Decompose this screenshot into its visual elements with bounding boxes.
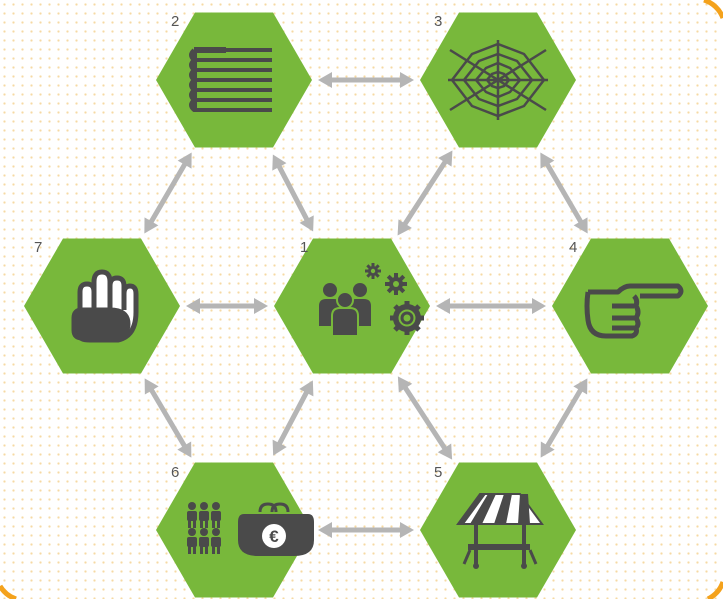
arrow-head	[318, 522, 332, 538]
arrow-4-5	[540, 378, 588, 458]
person-figure	[211, 528, 221, 554]
arrow-head	[573, 217, 588, 234]
arrow-head	[177, 441, 192, 458]
arrow-shaft	[275, 160, 311, 226]
arrow-2-3	[318, 72, 414, 88]
arrow-head	[144, 378, 159, 395]
arrow-shaft	[400, 156, 450, 230]
arrow-head	[397, 219, 412, 236]
arrow-shaft	[400, 382, 450, 454]
people-and-euro-purse-icon: €	[187, 502, 314, 556]
arrow-shaft	[543, 384, 585, 452]
raised-hand-icon	[71, 269, 139, 343]
arrow-head	[540, 152, 555, 169]
node-number-2: 2	[171, 13, 179, 30]
market-stall-icon	[456, 493, 544, 569]
node-number-5: 5	[434, 464, 442, 481]
arrow-head	[437, 443, 453, 460]
arrow-head	[272, 154, 287, 171]
arrow-head	[532, 298, 546, 314]
hexagon-node-6	[156, 462, 312, 598]
arrow-head	[272, 439, 287, 456]
arrow-7-6	[144, 378, 192, 458]
arrow-1-4	[436, 298, 546, 314]
arrow-head	[186, 298, 200, 314]
arrow-2-7	[144, 152, 192, 234]
person-figure	[187, 528, 197, 554]
hexagon-node-5	[420, 462, 576, 598]
arrow-head	[436, 298, 450, 314]
arrow-head	[254, 298, 268, 314]
euro-symbol: €	[269, 527, 279, 546]
arrow-head	[397, 376, 413, 393]
corner-accent-bottom-right	[706, 581, 723, 599]
node-number-1: 1	[300, 239, 308, 256]
arrow-1-6	[272, 380, 314, 456]
node-number-6: 6	[171, 464, 179, 481]
person-figure	[187, 502, 197, 528]
node-number-3: 3	[434, 13, 442, 30]
arrow-head	[573, 378, 588, 395]
euro-purse-icon: €	[238, 502, 314, 556]
crowd-icon	[187, 502, 221, 554]
connection-arrows	[144, 72, 588, 538]
arrow-head	[400, 522, 414, 538]
arrow-head	[299, 380, 314, 397]
arrow-shaft	[542, 158, 586, 228]
arrow-head	[177, 152, 192, 169]
node-number-7: 7	[34, 239, 42, 256]
arrow-head	[318, 72, 332, 88]
arrow-3-4	[540, 152, 588, 234]
corner-accent-top-right	[703, 0, 723, 20]
arrow-head	[400, 72, 414, 88]
arrow-2-1	[272, 154, 314, 232]
person-figure	[211, 502, 221, 528]
corner-accent-bottom-left	[0, 584, 17, 599]
arrow-7-1	[186, 298, 268, 314]
arrow-1-5	[397, 376, 453, 460]
person-figure	[199, 502, 209, 528]
arrow-head	[540, 441, 555, 458]
arrow-3-1	[397, 150, 453, 236]
stack-of-books-icon	[189, 47, 272, 112]
pointing-hand-icon	[584, 283, 684, 339]
people-with-gears-icon	[319, 263, 424, 337]
node-number-4: 4	[569, 239, 577, 256]
arrow-shaft	[146, 158, 190, 228]
spider-web-icon	[448, 40, 548, 120]
arrow-shaft	[147, 384, 189, 452]
arrow-head	[299, 215, 314, 232]
arrow-shaft	[275, 386, 311, 450]
person-figure	[199, 528, 209, 554]
arrow-head	[438, 150, 453, 167]
arrow-head	[144, 217, 159, 234]
arrow-6-5	[318, 522, 414, 538]
